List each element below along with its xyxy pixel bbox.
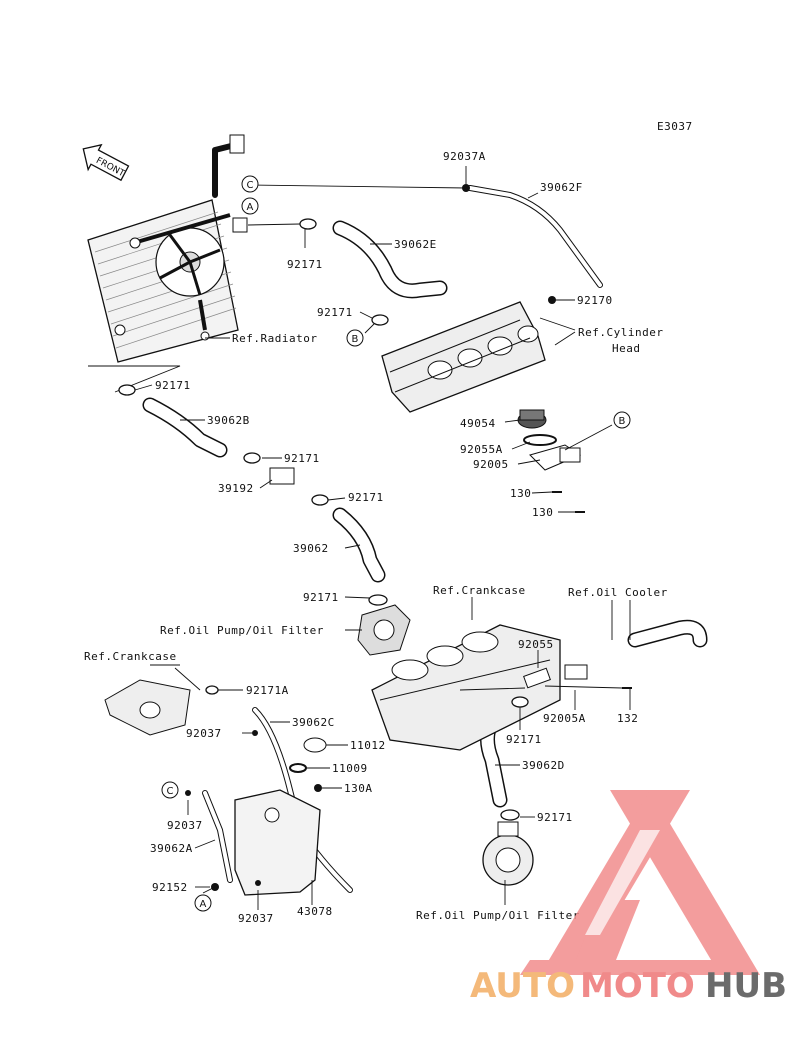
clamp-92171-d [243,452,261,464]
clamp-92171-f [368,594,388,606]
part-39062E: 39062E [394,238,437,251]
thermostat-housing-92005 [529,444,582,471]
hose-39062F [467,185,603,288]
part-92005A: 92005A [543,712,586,725]
part-92005: 92005 [473,458,509,471]
ref-crankcase-top: Ref.Crankcase [433,584,526,597]
part-92171A: 92171A [246,684,289,697]
front-arrow-icon: FRONT [82,143,130,182]
part-92171-h: 92171 [537,811,573,824]
part-130-a: 130 [510,487,531,500]
ref-oil-cooler: Ref.Oil Cooler [568,586,668,599]
gasket-11009 [289,763,307,773]
oil-pump-bottom [482,821,534,886]
watermark-hub: HUB [705,966,787,1006]
ref-oil-pump-bottom: Ref.Oil Pump/Oil Filter [416,909,580,922]
svg-text:A: A [247,202,254,213]
part-92037-a: 92037 [186,727,222,740]
ref-radiator-label: Ref.Radiator [232,332,317,345]
ref-crankcase-left: Ref.Crankcase [84,650,177,663]
part-132: 132 [617,712,638,725]
part-92171-d: 92171 [284,452,320,465]
clamp-92037-c [255,880,261,886]
part-92171-a: 92171 [287,258,323,271]
part-92171-g: 92171 [506,733,542,746]
part-92037-c: 92037 [238,912,274,925]
part-39062A: 39062A [150,842,193,855]
clamp-92171-b [371,314,389,326]
callout-B-right: B [613,411,631,429]
oil-pump-top [357,604,411,656]
svg-text:C: C [247,180,254,191]
crankcase-left [104,679,191,736]
cylinder-head [381,301,546,413]
part-39062D: 39062D [522,759,565,772]
leader-lines [134,166,631,910]
cap-11012 [303,737,327,753]
pipe-92055 [523,667,551,689]
clamp-92037-b [185,790,191,796]
fitting-A [232,217,248,233]
reservoir-tank-43078 [234,789,321,896]
part-39062C: 39062C [292,716,335,729]
callout-C-bottom: C [161,781,179,799]
thermostat-49054 [517,409,547,429]
ref-cylinder-head-1: Ref.Cylinder [578,326,663,339]
part-39062F: 39062F [540,181,583,194]
pipe-92005A [564,664,588,680]
part-92152: 92152 [152,881,188,894]
watermark-auto: AUTO [470,966,575,1006]
part-11009: 11009 [332,762,368,775]
svg-text:B: B [352,334,359,345]
radiator [87,134,245,363]
bolt-130A [314,784,322,792]
watermark-moto: MOTO [580,966,695,1006]
part-92171-e: 92171 [348,491,384,504]
clamp-92171-c [118,384,136,396]
callout-A-top: A [241,197,259,215]
part-92170: 92170 [577,294,613,307]
ref-oil-pump-top: Ref.Oil Pump/Oil Filter [160,624,324,637]
part-92055A: 92055A [460,443,503,456]
radiator-leader [88,365,181,393]
part-49054: 49054 [460,417,496,430]
part-92037A: 92037A [443,150,486,163]
part-130A: 130A [344,782,373,795]
ref-cylinder-head-2: Head [612,342,641,355]
callout-A-bottom: A [194,894,212,912]
watermark-logo-icon [520,790,760,975]
clamp-92171-e [311,494,329,506]
part-92171-c: 92171 [155,379,191,392]
part-92055: 92055 [518,638,554,651]
part-39062: 39062 [293,542,329,555]
part-39192: 39192 [218,482,254,495]
part-92171-b: 92171 [317,306,353,319]
clamp-92037-a [252,730,258,736]
callout-B-top: B [346,329,364,347]
part-39062B: 39062B [207,414,250,427]
part-130-b: 130 [532,506,553,519]
part-43078: 43078 [297,905,333,918]
clamp-92171-a [299,218,317,230]
callout-C-top: C [241,175,259,193]
part-92171-f: 92171 [303,591,339,604]
clamp-92171A [205,685,219,695]
part-92037-b: 92037 [167,819,203,832]
svg-text:A: A [200,899,207,910]
svg-text:C: C [167,786,174,797]
crankcase [371,624,561,751]
part-11012: 11012 [350,739,386,752]
diagram-id: E3037 [657,120,693,133]
gasket-92055A [523,434,557,446]
fitting-39192 [269,467,295,485]
clamp-92170 [548,296,556,304]
clamp-92171-h [500,809,520,821]
clamp-92171-g [511,696,529,708]
svg-text:B: B [619,416,626,427]
